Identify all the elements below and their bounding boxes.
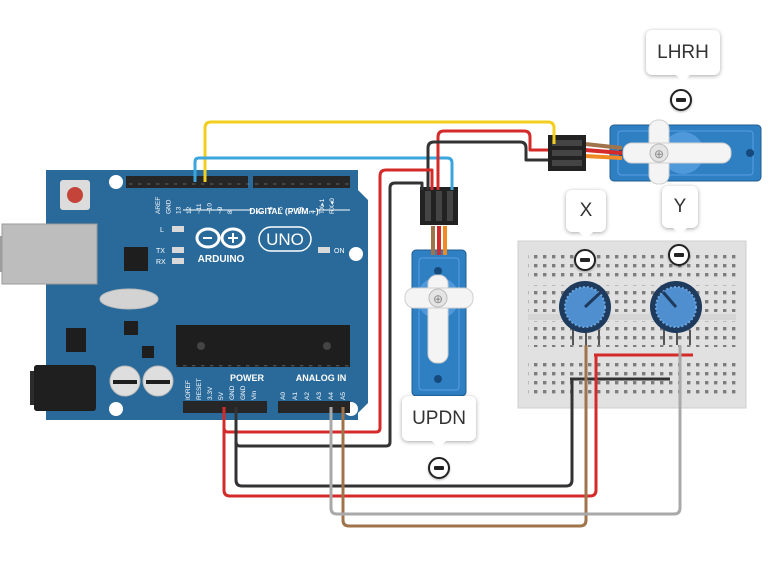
pin-label: A5	[340, 392, 347, 400]
voltage-regulator	[66, 328, 86, 352]
wire-blue-pin12-to-updn[interactable]	[193, 156, 454, 190]
on-led	[318, 247, 330, 253]
pin-label: Vin	[251, 390, 258, 400]
small-chip	[142, 346, 154, 358]
mounting-hole	[349, 247, 363, 261]
pin-label: A3	[316, 392, 323, 400]
analog-in-label: ANALOG IN	[296, 373, 347, 383]
analog-pin-labels: A0 A1 A2 A3 A4 A5	[280, 392, 347, 400]
pin-label: 2	[309, 210, 316, 214]
pin-label: GND	[165, 199, 172, 214]
svg-text:⊕: ⊕	[433, 292, 443, 306]
potentiometer-x-label[interactable]: X	[566, 190, 606, 239]
pin-label: 8	[227, 210, 234, 214]
minus-icon[interactable]	[670, 89, 692, 111]
wire-red-5v-to-lhrh[interactable]	[436, 129, 548, 190]
mounting-hole	[109, 402, 123, 416]
servo-updn-connector	[420, 187, 458, 225]
pin-label: ~11	[196, 203, 203, 214]
wire-black-gnd-to-breadboard[interactable]	[234, 379, 574, 488]
pin-label: RESET	[196, 378, 203, 400]
wire-black-gnd-to-lhrh[interactable]	[426, 140, 548, 190]
potentiometer-x[interactable]	[559, 281, 611, 333]
capacitor	[142, 365, 174, 397]
svg-text:⊕: ⊕	[654, 147, 664, 161]
wire-gray-a3-to-pot-y[interactable]	[329, 345, 682, 516]
crystal-oscillator	[99, 288, 159, 310]
power-label: POWER	[230, 373, 265, 383]
servo-lhrh-label[interactable]: LHRH	[646, 30, 720, 82]
pin-label: A1	[292, 392, 299, 400]
servo-updn[interactable]: ⊕	[404, 249, 474, 397]
wire-yellow-pin11-to-lhrh[interactable]	[203, 120, 556, 182]
led-l	[172, 226, 184, 232]
led-tx-label: TX	[156, 248, 165, 255]
wire-brown-a4-to-pot-x[interactable]	[341, 345, 588, 528]
capacitor	[109, 365, 141, 397]
pin-label: 13	[176, 206, 183, 214]
led-tx	[172, 247, 184, 253]
pin-label: GND	[229, 385, 236, 400]
analog-header	[278, 401, 350, 413]
servo-updn-label[interactable]: UPDN	[402, 396, 476, 448]
wire-red-5v-to-breadboard[interactable]	[222, 355, 598, 498]
uno-badge	[258, 226, 312, 252]
minus-icon[interactable]	[428, 457, 450, 479]
servo-updn-cable	[431, 226, 447, 255]
potentiometer-y[interactable]	[650, 281, 702, 333]
breadboard-center-channel	[528, 314, 736, 320]
pin-label: RX◂0	[329, 198, 336, 214]
pin-label: ~5	[278, 206, 285, 214]
minus-icon[interactable]	[574, 249, 596, 271]
power-pin-labels: IOREF RESET 3.3V 5V GND GND Vin	[185, 378, 258, 400]
pin-label: 7	[257, 210, 264, 214]
servo-lhrh-cable	[584, 142, 623, 160]
pin-label: ~10	[207, 203, 214, 214]
arduino-logo: ARDUINO	[195, 227, 246, 265]
atmega-microcontroller	[176, 322, 350, 370]
small-chip	[124, 321, 138, 335]
digital-pwm-label: DIGITAL (PWM ~)	[249, 206, 319, 216]
on-label: ON	[334, 248, 345, 255]
pin-label: A4	[328, 392, 335, 400]
uno-label: UNO	[266, 230, 304, 249]
pin-label: ~3	[298, 206, 305, 214]
reset-button[interactable]	[60, 180, 90, 210]
breadboard-holes-top	[528, 250, 736, 280]
mounting-hole	[109, 175, 123, 189]
minus-icon[interactable]	[668, 244, 690, 266]
servo-updn-horn[interactable]: ⊕	[404, 274, 474, 364]
servo-lhrh-horn[interactable]: ⊕	[622, 119, 732, 185]
pin-label: ~6	[267, 206, 274, 214]
potentiometer-y-label[interactable]: Y	[662, 186, 698, 235]
pin-label: 3.3V	[207, 386, 214, 400]
led-l-label: L	[160, 227, 164, 234]
pin-label: 4	[288, 210, 295, 214]
led-rx-label: RX	[156, 259, 166, 266]
usb-chip	[124, 247, 148, 271]
breadboard[interactable]	[517, 240, 747, 409]
pin-label: A0	[280, 392, 287, 400]
led-rx	[172, 258, 184, 264]
pin-label: GND	[240, 385, 247, 400]
pin-label: AREF	[155, 197, 162, 214]
pin-label: IOREF	[185, 380, 192, 400]
pin-label: 5V	[218, 391, 225, 400]
pin-label: TX▸1	[319, 198, 326, 214]
svg-text:ARDUINO: ARDUINO	[198, 254, 245, 265]
breadboard-holes-lower	[528, 321, 736, 347]
pin-label: A2	[304, 392, 311, 400]
